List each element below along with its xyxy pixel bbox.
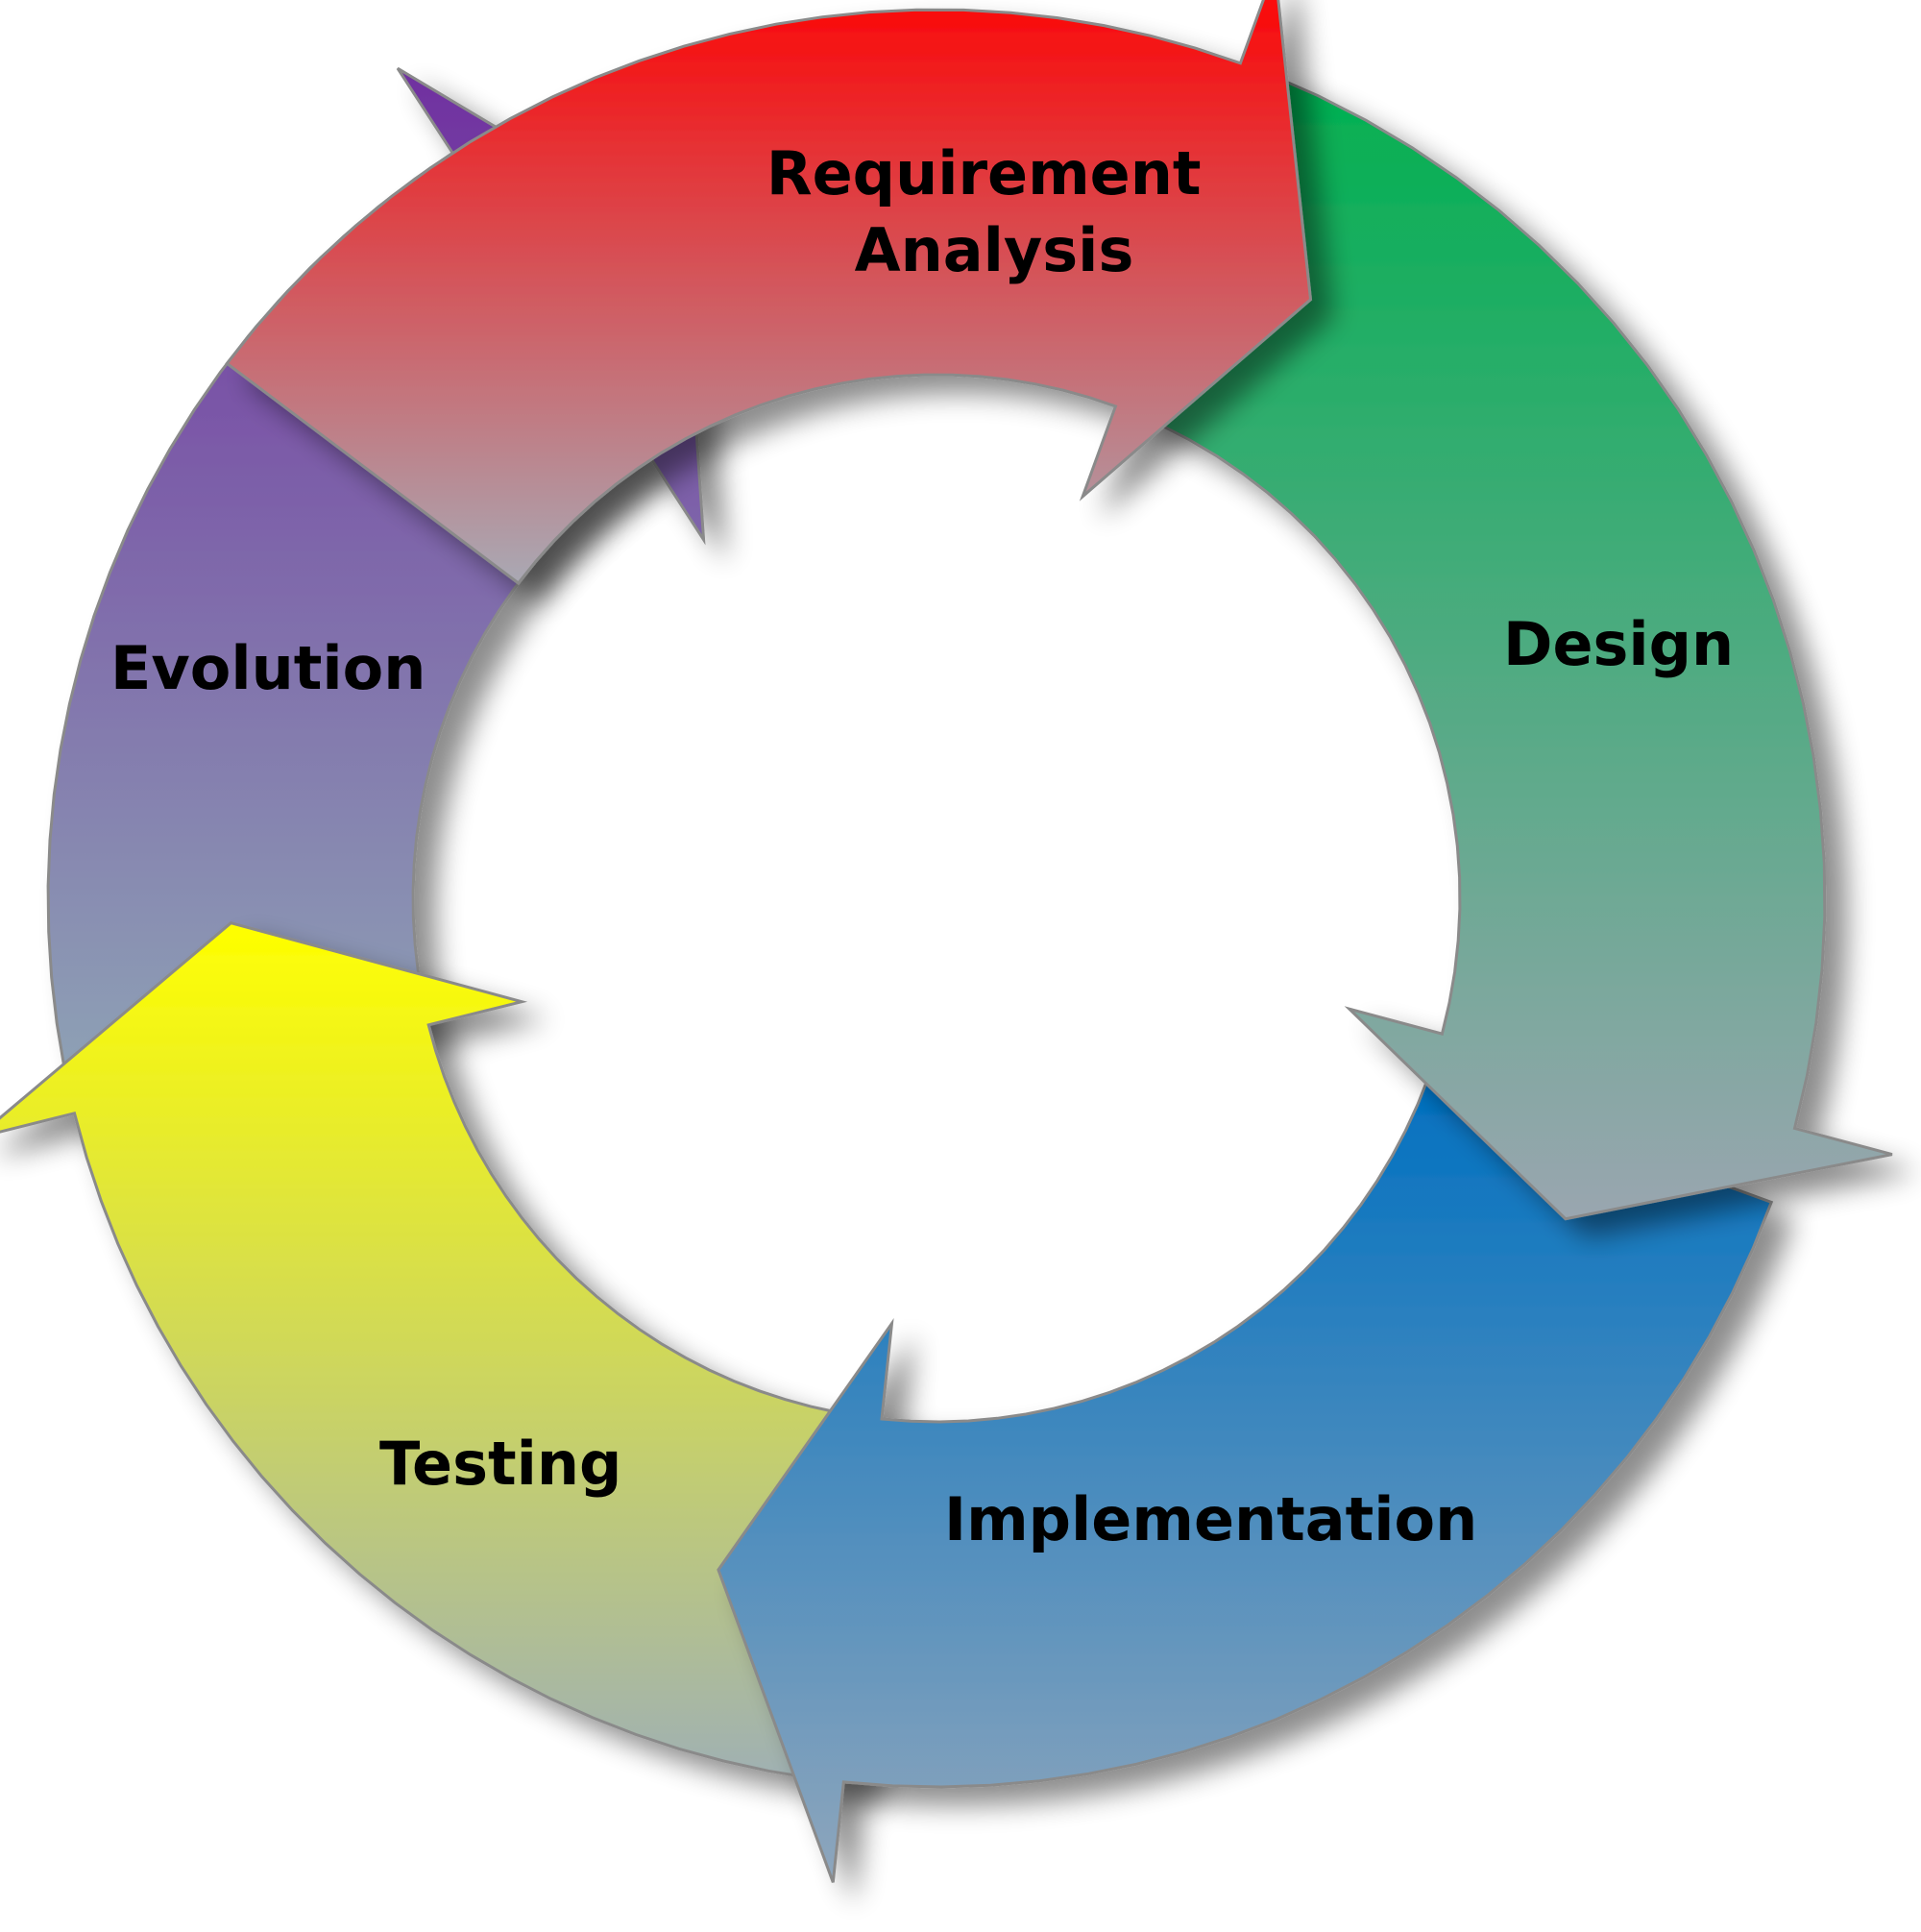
stage-labels: Requirement Analysis Design Implementati…	[110, 138, 1734, 1554]
stage-label-evolution: Evolution	[110, 633, 426, 703]
arrow-testing	[0, 921, 893, 1786]
stage-label-requirement: Requirement Analysis	[766, 138, 1222, 285]
stage-label-testing: Testing	[379, 1429, 621, 1499]
arrow-requirement	[225, 0, 1313, 586]
arrow-implementation	[717, 1075, 1774, 1883]
stage-label-implementation: Implementation	[944, 1484, 1477, 1554]
stage-label-design: Design	[1503, 609, 1734, 679]
cycle-arrows	[0, 0, 1893, 1883]
arrow-design	[1131, 72, 1893, 1221]
